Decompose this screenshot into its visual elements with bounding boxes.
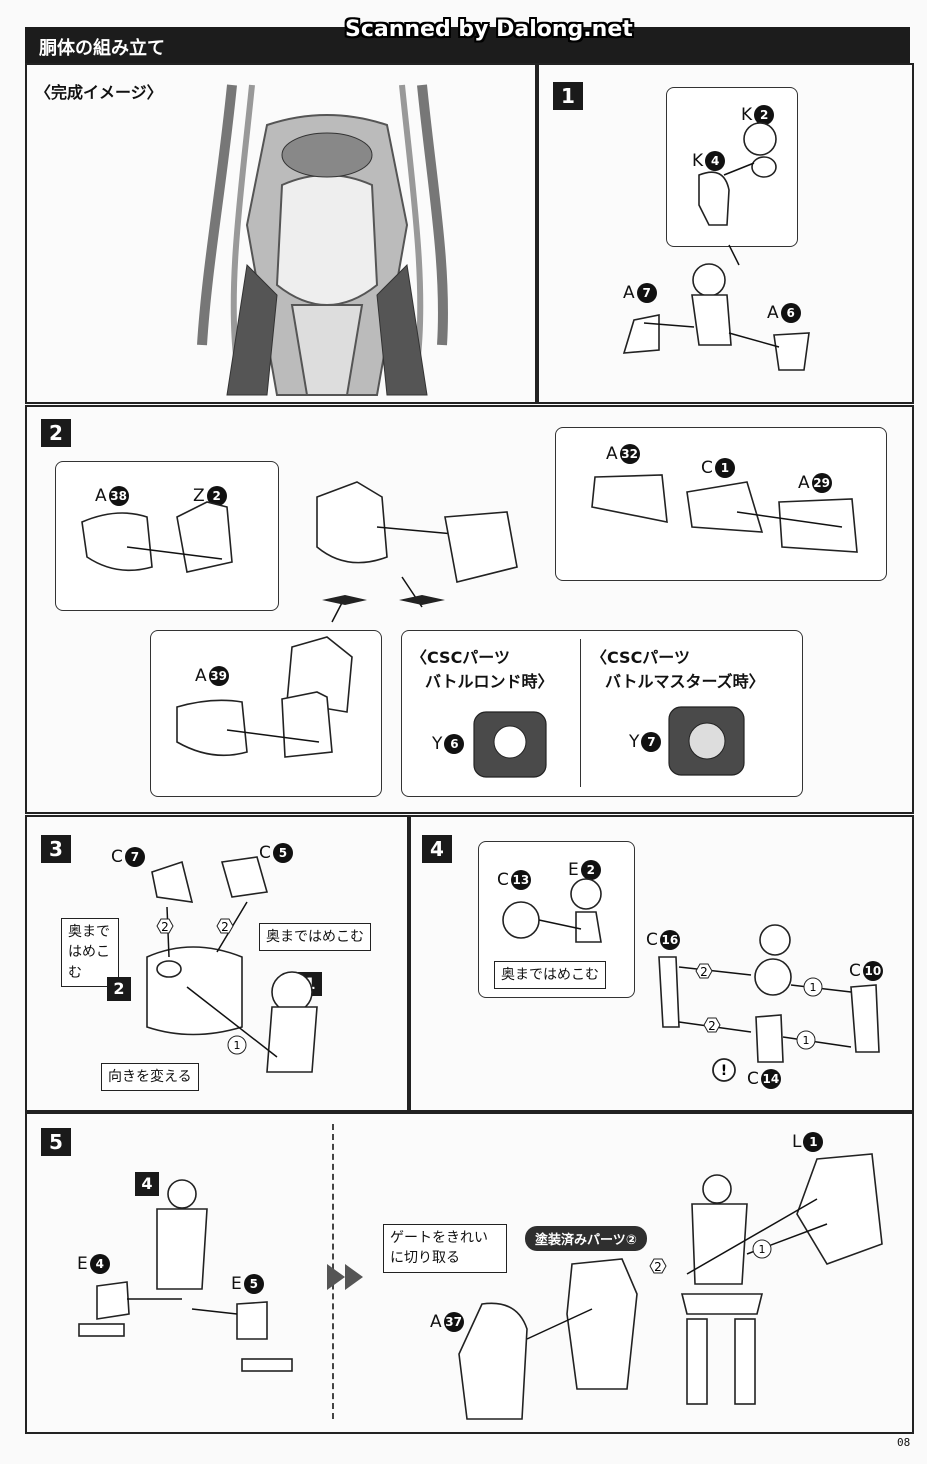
completed-image-panel: 〈完成イメージ〉: [25, 63, 537, 404]
csc-divider: [580, 639, 581, 787]
watermark: Scanned by Dalong.net: [345, 17, 633, 42]
step-number: 2: [41, 419, 71, 447]
torso-illustration: [197, 84, 448, 396]
ref-step-4: 4: [135, 1172, 159, 1196]
push-in-note: 奥まではめこむ: [61, 918, 119, 987]
step3-panel: 3 C7 C5 奥まではめこむ 奥まではめこむ 向きを変える 2 1 2 2 1: [25, 815, 409, 1112]
gate-trim-note: ゲートをきれいに切り取る: [383, 1224, 507, 1273]
csc-rondo-heading: 〈CSCパーツ バトルロンド時〉: [411, 648, 554, 691]
step3-diagram: 2 2 1: [146, 856, 318, 1073]
ref-step-2: 2: [107, 977, 131, 1001]
page-header: 胴体の組み立て: [25, 27, 910, 63]
completed-heading: 〈完成イメージ〉: [35, 83, 163, 102]
svg-text:1: 1: [803, 1034, 810, 1047]
svg-text:2: 2: [700, 965, 708, 979]
svg-text:1: 1: [234, 1039, 241, 1052]
svg-text:2: 2: [161, 920, 169, 934]
step-number: 4: [422, 835, 452, 863]
turn-note: 向きを変える: [101, 1063, 199, 1092]
push-in-note: 奥まではめこむ: [494, 961, 606, 990]
svg-text:2: 2: [221, 920, 229, 934]
svg-text:2: 2: [708, 1019, 716, 1033]
step1-diagram: [622, 122, 810, 371]
painted-parts-badge: 塗装済みパーツ②: [525, 1226, 647, 1251]
svg-text:!: !: [721, 1063, 727, 1079]
svg-text:1: 1: [759, 1243, 766, 1256]
push-in-note: 奥まではめこむ: [259, 923, 371, 952]
page-number: 08: [897, 1436, 911, 1449]
step2-panel: 2 A38 Z2 A32 C1 A29 A39 Z1 Y6 Y7 〈CSCパーツ…: [25, 405, 914, 814]
step5-diagram: 2 1: [78, 1153, 883, 1420]
svg-text:2: 2: [654, 1260, 662, 1274]
step-number: 3: [41, 835, 71, 863]
csc-masters-heading: 〈CSCパーツ バトルマスターズ時〉: [591, 648, 765, 691]
step-number: 1: [553, 82, 583, 110]
svg-text:1: 1: [810, 981, 817, 994]
step2-diagram: [81, 474, 858, 778]
step4-diagram: 2 2 1 1 !: [502, 878, 880, 1082]
step-number: 5: [41, 1128, 71, 1156]
page-title: 胴体の組み立て: [39, 38, 165, 59]
